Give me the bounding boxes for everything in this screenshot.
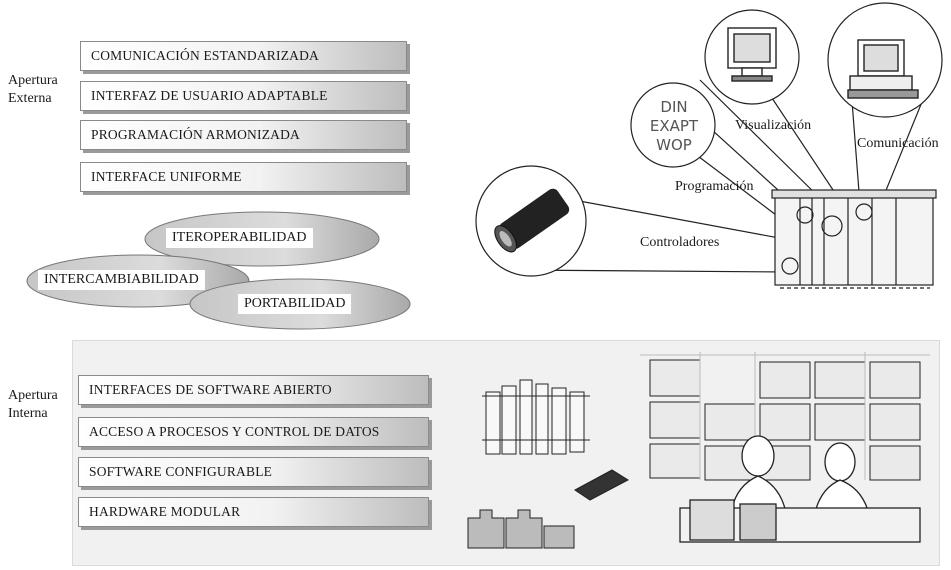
bar-programacion-armonizada: PROGRAMACIÓN ARMONIZADA — [80, 120, 407, 150]
bar-software-configurable: SOFTWARE CONFIGURABLE — [78, 457, 429, 487]
bar-interface-uniforme: INTERFACE UNIFORME — [80, 162, 407, 192]
bar-interfaces-software: INTERFACES DE SOFTWARE ABIERTO — [78, 375, 429, 405]
exapt-line: EXAPT — [649, 117, 699, 135]
ellipse-text-portabilidad: PORTABILIDAD — [238, 294, 352, 314]
external-label-line1: Apertura — [8, 73, 58, 88]
internal-label-line1: Apertura — [8, 388, 58, 403]
bar-interfaz-usuario: INTERFAZ DE USUARIO ADAPTABLE — [80, 81, 407, 111]
internal-label: Apertura Interna — [8, 387, 58, 423]
bar-hardware-modular: HARDWARE MODULAR — [78, 497, 429, 527]
bar-acceso-procesos: ACCESO A PROCESOS Y CONTROL DE DATOS — [78, 417, 429, 447]
ellipse-text-intercambiabilidad: INTERCAMBIABILIDAD — [38, 270, 205, 290]
callout-visualizacion: Visualización — [735, 118, 812, 133]
callout-programacion: Programación — [675, 179, 754, 194]
external-label-line2: Externa — [8, 91, 52, 106]
callout-controladores: Controladores — [640, 235, 720, 250]
din-line: DIN — [660, 98, 688, 116]
wop-line: WOP — [656, 136, 692, 154]
internal-label-line2: Interna — [8, 406, 48, 421]
ellipse-text-interoperabilidad: ITEROPERABILIDAD — [166, 228, 313, 248]
callout-comunicacion: Comunicación — [857, 136, 939, 151]
bar-comunicacion-estandarizada: COMUNICACIÓN ESTANDARIZADA — [80, 41, 407, 71]
din-exapt-wop-text: DIN EXAPT WOP — [648, 98, 700, 155]
external-label: Apertura Externa — [8, 72, 58, 108]
